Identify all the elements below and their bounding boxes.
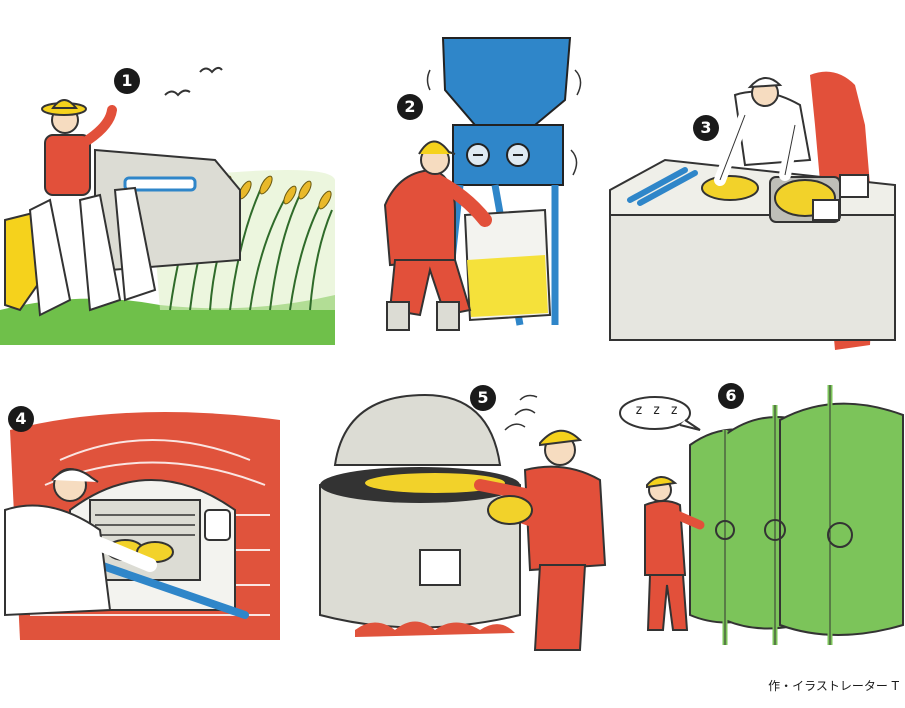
step-badge-3: 3 (693, 115, 719, 141)
step-badge-2: 2 (397, 94, 423, 120)
panel-steaming: 5 (315, 385, 610, 660)
steaming-illustration (319, 393, 607, 651)
illustrator-credit: 作・イラストレーター T (768, 679, 899, 693)
panel-oven: 4 (0, 400, 290, 650)
step-badge-5: 5 (470, 385, 496, 411)
step-badge-6: 6 (718, 383, 744, 409)
harvest-illustration (0, 66, 335, 345)
milling-illustration (383, 37, 582, 331)
panel-milling: 2 (375, 30, 590, 340)
oven-illustration (4, 412, 280, 640)
fermentation-illustration (619, 385, 904, 645)
koji-illustration (609, 71, 896, 350)
step-badge-1: 1 (114, 68, 140, 94)
panel-fermentation: z z z 6 (615, 375, 905, 650)
step-badge-4: 4 (8, 406, 34, 432)
panel-koji: 3 (605, 65, 905, 350)
sleep-bubble-text: z z z (635, 403, 680, 418)
panel-harvest: 1 (0, 60, 340, 350)
